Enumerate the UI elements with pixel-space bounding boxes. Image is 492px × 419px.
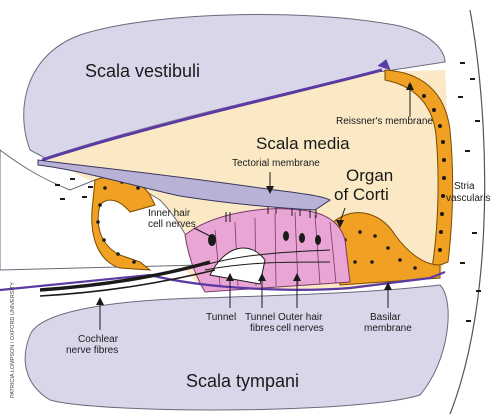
- label-of-corti: of Corti: [334, 185, 389, 204]
- outer-wall-arc: [450, 10, 485, 414]
- label-inner-hair-nerves: cell nerves: [148, 219, 196, 230]
- label-scala-media: Scala media: [256, 134, 350, 153]
- label-tunnel-fibres-2: fibres: [250, 323, 274, 334]
- label-basilar: Basilar: [370, 312, 401, 323]
- image-credit: PATRICIA LOMPSON / OXFORD UNIVERSITY: [10, 282, 16, 398]
- label-inner-hair: Inner hair: [148, 208, 191, 219]
- label-tunnel-fibres-1: Tunnel: [245, 312, 275, 323]
- label-scala-tympani: Scala tympani: [186, 371, 299, 391]
- label-reissners-membrane: Reissner's membrane: [336, 116, 433, 127]
- label-tunnel: Tunnel: [206, 312, 236, 323]
- label-stria: Stria: [454, 181, 475, 192]
- label-scala-vestibuli: Scala vestibuli: [85, 61, 200, 81]
- label-basilar-membrane: membrane: [364, 323, 412, 334]
- label-outer-hair: Outer hair: [278, 312, 323, 323]
- label-tectorial-membrane: Tectorial membrane: [232, 158, 320, 169]
- label-organ: Organ: [346, 166, 393, 185]
- label-vascularis: vascularis: [446, 193, 490, 204]
- label-nerve-fibres: nerve fibres: [66, 345, 118, 356]
- label-outer-hair-nerves: cell nerves: [276, 323, 324, 334]
- label-cochlear: Cochlear: [78, 334, 119, 345]
